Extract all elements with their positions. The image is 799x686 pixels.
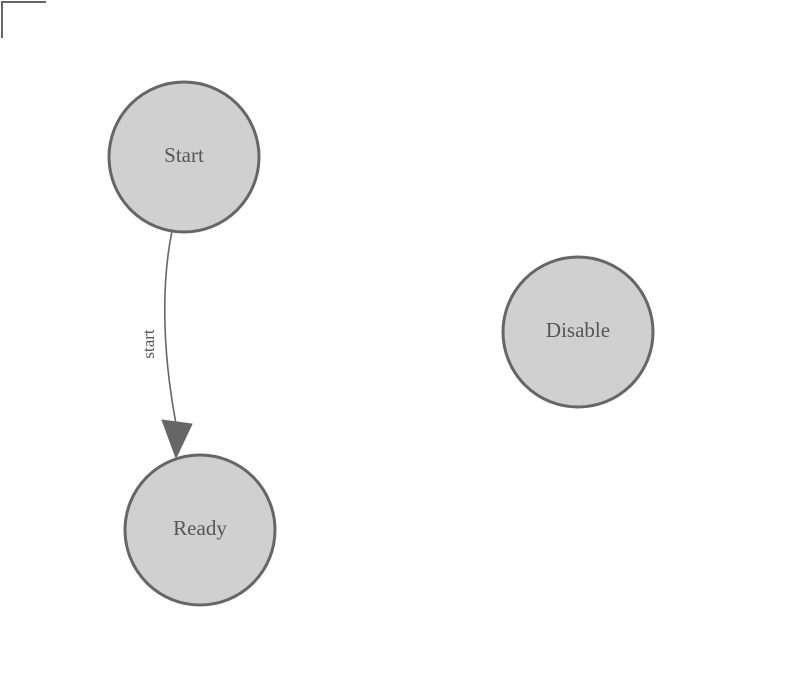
arrowhead-icon bbox=[161, 419, 193, 460]
node-disable[interactable]: Disable bbox=[501, 255, 655, 409]
canvas-corner-bracket-icon bbox=[1, 1, 46, 38]
node-start[interactable]: Start bbox=[107, 80, 261, 234]
edge-start-to-ready[interactable]: start bbox=[139, 230, 193, 460]
node-start-shape bbox=[107, 80, 261, 234]
node-ready[interactable]: Ready bbox=[123, 453, 277, 607]
node-disable-shape bbox=[501, 255, 655, 409]
edge-label-start: start bbox=[139, 329, 158, 359]
node-ready-shape bbox=[123, 453, 277, 607]
edge-path bbox=[163, 230, 177, 425]
